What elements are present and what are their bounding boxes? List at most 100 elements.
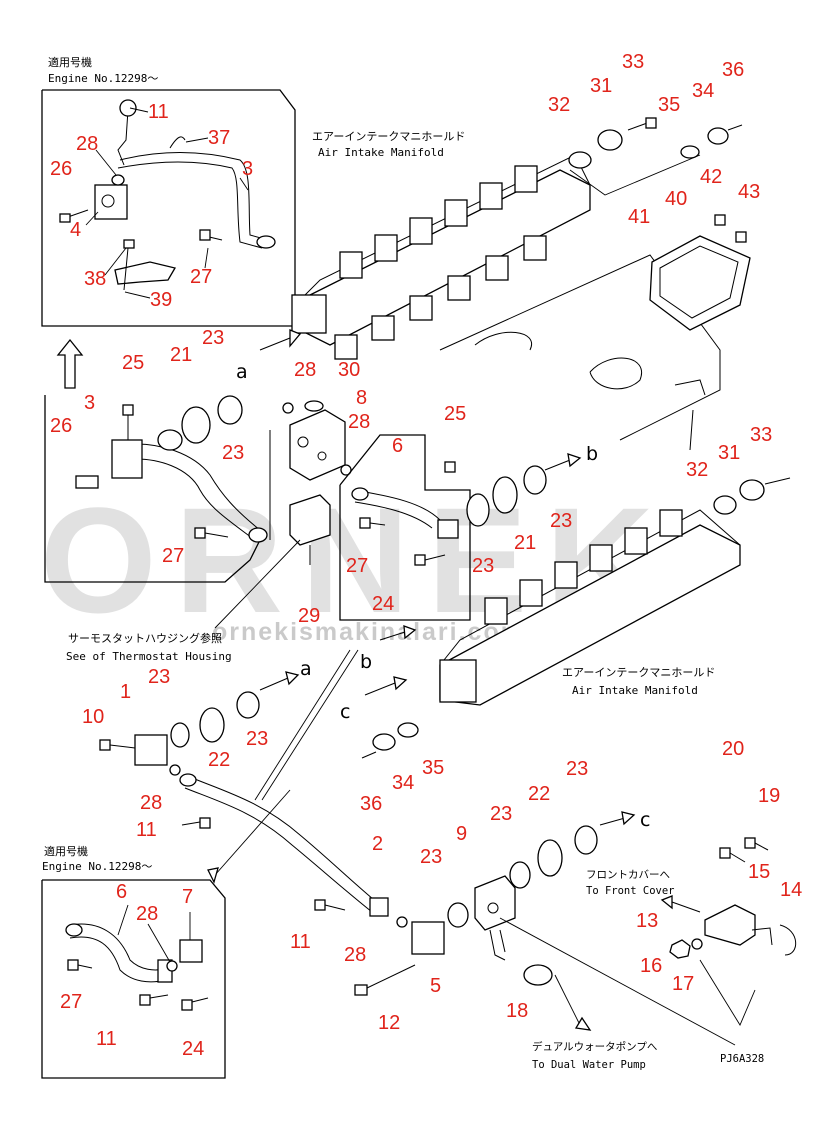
letter-c-right: c <box>640 809 650 831</box>
lower-port-4 <box>589 544 613 572</box>
bolt-19-shaft <box>754 842 769 851</box>
diag-leader-c <box>214 789 291 876</box>
callout-38: 38 <box>84 268 106 290</box>
inset-top-applicable-jp: 適用号機 <box>48 55 92 69</box>
thermostat-en: See of Thermostat Housing <box>66 650 232 663</box>
bolt-10 <box>99 739 111 751</box>
callout-35-top: 35 <box>658 94 680 116</box>
callout-23-h: 23 <box>490 803 512 825</box>
leader-top-3 <box>239 177 249 191</box>
oring-28-lower <box>169 764 181 776</box>
drawing-code: PJ6A328 <box>720 1053 764 1065</box>
letter-b-lower: b <box>360 651 372 673</box>
callout-39: 39 <box>150 289 172 311</box>
block-5 <box>411 921 445 955</box>
callout-36-top: 36 <box>722 59 744 81</box>
oring-28-mid-b <box>282 402 294 414</box>
upper-port-4 <box>444 199 468 227</box>
inset-top-pipe-3-inner <box>117 161 263 249</box>
bolt-11-mid <box>199 817 211 829</box>
callout-43: 43 <box>738 181 760 203</box>
gasket-23-right-a <box>447 902 469 928</box>
plate-29 <box>289 494 331 546</box>
elbow-21-center <box>492 476 518 514</box>
callout-28-mid-b: 28 <box>348 411 370 433</box>
bolt-12 <box>366 964 416 989</box>
arrow-c-lower-line <box>364 682 396 696</box>
bolt-36-upper <box>727 124 743 131</box>
leader-top-11 <box>129 107 149 113</box>
lower-port-2 <box>519 579 543 607</box>
thermostat-block-hole-2 <box>317 451 327 461</box>
bolt-11-lower-head <box>314 899 326 911</box>
thermostat-jp: サーモスタットハウジング参照 <box>68 631 222 645</box>
pipe-2-inner <box>184 787 373 913</box>
upper-port-2 <box>374 234 398 262</box>
callout-34-top: 34 <box>692 80 714 102</box>
callout-35-lower: 35 <box>422 757 444 779</box>
clamp-leader <box>699 959 756 1026</box>
cover-31-lower <box>739 479 765 501</box>
clip-15 <box>751 927 773 946</box>
callout-24-bottom: 24 <box>182 1038 204 1060</box>
dual-pump-en: To Dual Water Pump <box>532 1059 646 1071</box>
callout-19: 19 <box>758 785 780 807</box>
bolt-43 <box>735 231 747 243</box>
inset-bottom-frame <box>41 879 226 1079</box>
callout-32-lower: 32 <box>686 459 708 481</box>
gasket-32-upper <box>568 151 592 169</box>
upper-port-6 <box>514 165 538 193</box>
leader-top-39 <box>124 291 151 299</box>
upper-port-3 <box>409 217 433 245</box>
inset-top-clip-38 <box>123 239 135 249</box>
pipe-2-flange <box>369 897 389 917</box>
upper-manifold: エアーインテークマニホールド Air Intake Manifold <box>236 117 751 451</box>
head-detail-2 <box>589 357 643 390</box>
head-detail-4 <box>689 409 694 451</box>
arrow-c-right-head <box>621 811 636 826</box>
cover-34-upper <box>707 127 729 145</box>
callout-15: 15 <box>748 861 770 883</box>
lower-port-6 <box>659 509 683 537</box>
inset-bottom-bolt-11 <box>139 994 151 1006</box>
inset-bottom-engine-no: Engine No.12298～ <box>42 860 152 873</box>
gasket-35-upper <box>680 145 700 159</box>
leader-bottom-6 <box>117 904 129 936</box>
callout-31-top: 31 <box>590 75 612 97</box>
oring-28-mid <box>340 464 352 476</box>
bolt-27-mid-head <box>194 527 206 539</box>
gasket-41 <box>659 245 739 319</box>
pipe-2-end <box>179 773 197 787</box>
gasket-23-center-b <box>523 465 547 495</box>
washer-17 <box>691 938 703 950</box>
arrow-a-lower-line <box>259 677 289 691</box>
callout-21-a: 21 <box>170 344 192 366</box>
diag-arrowhead <box>207 867 219 884</box>
housing-9-hole <box>487 902 499 914</box>
callout-9: 9 <box>456 823 467 845</box>
inset-top-vent-11 <box>117 109 129 166</box>
inset-bottom-bolt-27-shaft <box>77 964 93 969</box>
callout-27-center: 27 <box>346 555 368 577</box>
pipe-3-mid <box>119 443 261 531</box>
arrow-a-upper-head <box>289 329 302 348</box>
callout-23-g: 23 <box>566 758 588 780</box>
leader-top-4 <box>85 211 99 226</box>
pipe-3-mid-end <box>248 527 268 543</box>
elbow-22-lower-left <box>199 707 225 743</box>
pipe-6-center-inner <box>354 501 433 529</box>
leader-top-27 <box>204 247 209 269</box>
bolt-33-upper-head <box>645 117 657 129</box>
lower-port-1 <box>484 597 508 625</box>
center-pipe-frame <box>339 434 471 621</box>
bolt-24-center <box>414 554 426 566</box>
callout-3-top: 3 <box>242 158 253 180</box>
cylinder-head-outline <box>439 254 721 441</box>
clamp-14 <box>779 924 797 956</box>
front-cover-arrow-line <box>671 901 701 913</box>
lower-manifold-jp: エアーインテークマニホールド <box>562 666 715 679</box>
lower-manifold-endcap <box>439 659 477 703</box>
arrow-b-lower-line <box>379 631 406 641</box>
callout-8: 8 <box>356 387 367 409</box>
